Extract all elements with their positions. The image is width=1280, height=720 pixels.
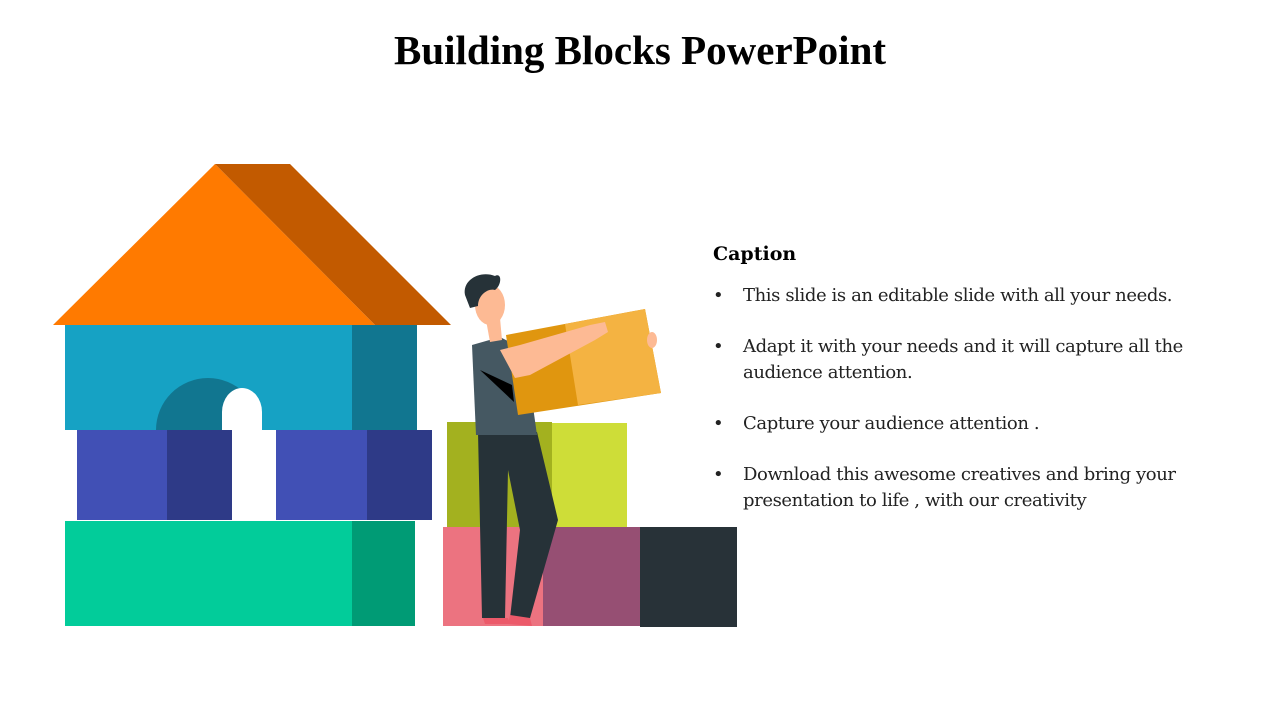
lime-block <box>552 423 627 527</box>
shirt-shadow <box>480 370 514 402</box>
bullet-item: Adapt it with your needs and it will cap… <box>713 334 1203 386</box>
carried-box-side <box>565 309 661 405</box>
roof-shade <box>215 164 451 325</box>
middle-block-right-side <box>367 430 432 520</box>
caption-heading: Caption <box>713 243 797 265</box>
pants <box>478 432 558 618</box>
hair <box>464 274 501 308</box>
bottom-block <box>65 521 352 626</box>
bullet-item: Download this awesome creatives and brin… <box>713 462 1203 514</box>
roof <box>53 164 375 325</box>
person-carrying-box <box>464 274 661 626</box>
purple-block <box>543 527 640 626</box>
hand-right <box>647 332 657 348</box>
middle-block-left-side <box>167 430 232 520</box>
slide-title: Building Blocks PowerPoint <box>393 27 887 73</box>
bullet-item: Capture your audience attention . <box>713 411 1203 437</box>
head <box>475 285 505 325</box>
top-block-side <box>352 325 417 430</box>
bullet-item: This slide is an editable slide with all… <box>713 283 1203 309</box>
shoes <box>483 615 532 626</box>
arch-opening <box>222 388 262 430</box>
block-house <box>53 164 451 626</box>
dark-block <box>640 527 737 627</box>
door-gap <box>232 430 276 520</box>
arm <box>500 322 608 378</box>
bottom-block-side <box>352 521 415 626</box>
bullet-list: This slide is an editable slide with all… <box>713 283 1203 539</box>
middle-block-right <box>276 430 367 520</box>
middle-block-left <box>77 430 167 520</box>
